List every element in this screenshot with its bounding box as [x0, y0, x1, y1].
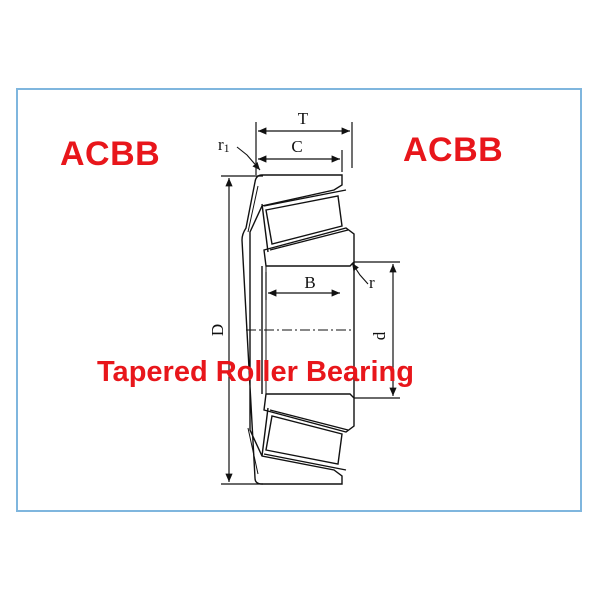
label-B: B [304, 273, 315, 292]
brand-right: ACBB [403, 131, 504, 169]
label-D: D [208, 324, 227, 336]
dimension-D [221, 175, 263, 485]
inner-ring-lower [263, 393, 355, 433]
brand-left: ACBB [60, 135, 161, 173]
label-r1: r1 [218, 135, 230, 155]
dimension-B [265, 272, 340, 300]
upper-roller [261, 189, 349, 253]
label-T: T [298, 109, 309, 128]
caption-title: Tapered Roller Bearing [97, 356, 414, 388]
lower-roller [261, 407, 349, 471]
inner-ring [263, 227, 355, 267]
outer-ring [241, 174, 343, 485]
dimension-d [354, 261, 400, 399]
dimension-T [255, 122, 353, 175]
label-d: d [370, 331, 389, 340]
r1-leader [236, 146, 261, 171]
dimension-C [258, 150, 343, 172]
label-C: C [291, 137, 302, 156]
label-r: r [369, 273, 375, 292]
